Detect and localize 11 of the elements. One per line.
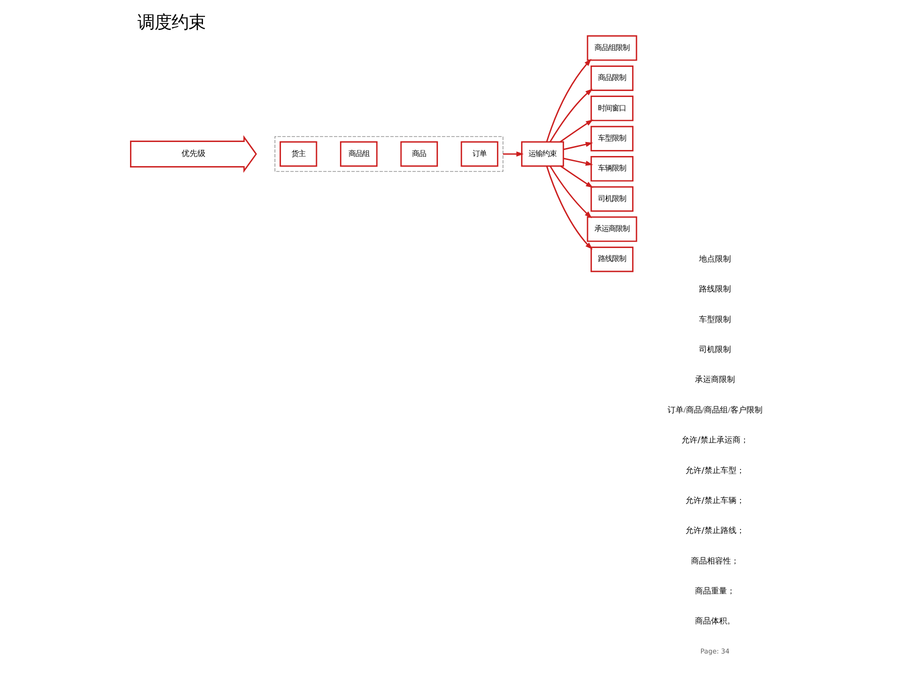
arrow	[549, 88, 593, 142]
arrow	[560, 119, 594, 142]
arrow	[503, 151, 524, 157]
arrow	[550, 166, 592, 218]
arrow	[546, 58, 592, 142]
diagram-title: 调度约束	[138, 12, 206, 33]
arrow	[563, 142, 594, 150]
arrow	[546, 166, 593, 250]
arrow	[563, 158, 594, 166]
cluster	[274, 136, 504, 172]
arrow	[560, 166, 594, 188]
